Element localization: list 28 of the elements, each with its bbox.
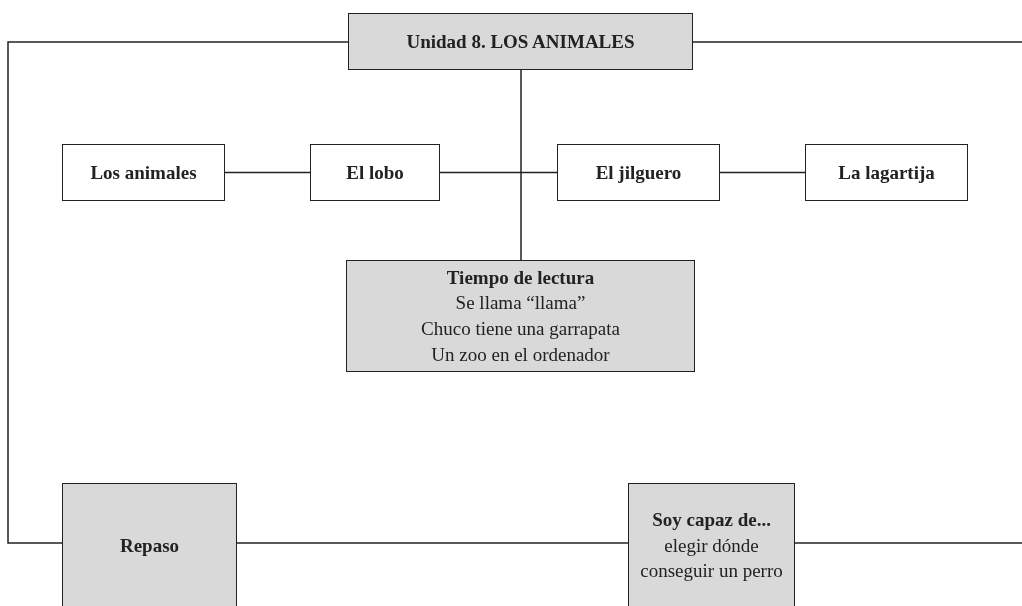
topic-box — [310, 144, 440, 201]
box-text: El lobo — [346, 160, 404, 185]
box-text: elegir dónde conseguir un perro — [639, 533, 784, 584]
topic-box — [557, 144, 720, 201]
shaded-box — [628, 483, 795, 606]
connector-line — [7, 41, 349, 544]
connector-line — [719, 171, 806, 174]
connector-line — [794, 542, 1022, 544]
connector-line — [236, 542, 629, 544]
connector-line — [224, 171, 311, 174]
box-text: Chuco tiene una garrapata — [421, 317, 620, 341]
box-text: Repaso — [119, 533, 180, 558]
box-text: Se llama “llama” — [455, 291, 586, 316]
connector-line — [692, 41, 1022, 43]
shaded-box — [62, 483, 237, 606]
topic-box — [805, 144, 968, 201]
box-text: Un zoo en el ordenador — [431, 342, 610, 367]
connector-line — [439, 171, 558, 174]
shaded-box — [346, 260, 695, 372]
heading-text: Tiempo de lectura — [446, 265, 595, 290]
box-text: Unidad 8. LOS ANIMALES — [406, 29, 635, 54]
box-text: Los animales — [90, 160, 197, 185]
connector-line — [520, 69, 522, 261]
shaded-box — [348, 13, 693, 70]
heading-text: Soy capaz de... — [652, 508, 771, 533]
box-text: La lagartija — [838, 160, 935, 185]
topic-box — [62, 144, 225, 201]
box-text: El jilguero — [595, 160, 682, 185]
